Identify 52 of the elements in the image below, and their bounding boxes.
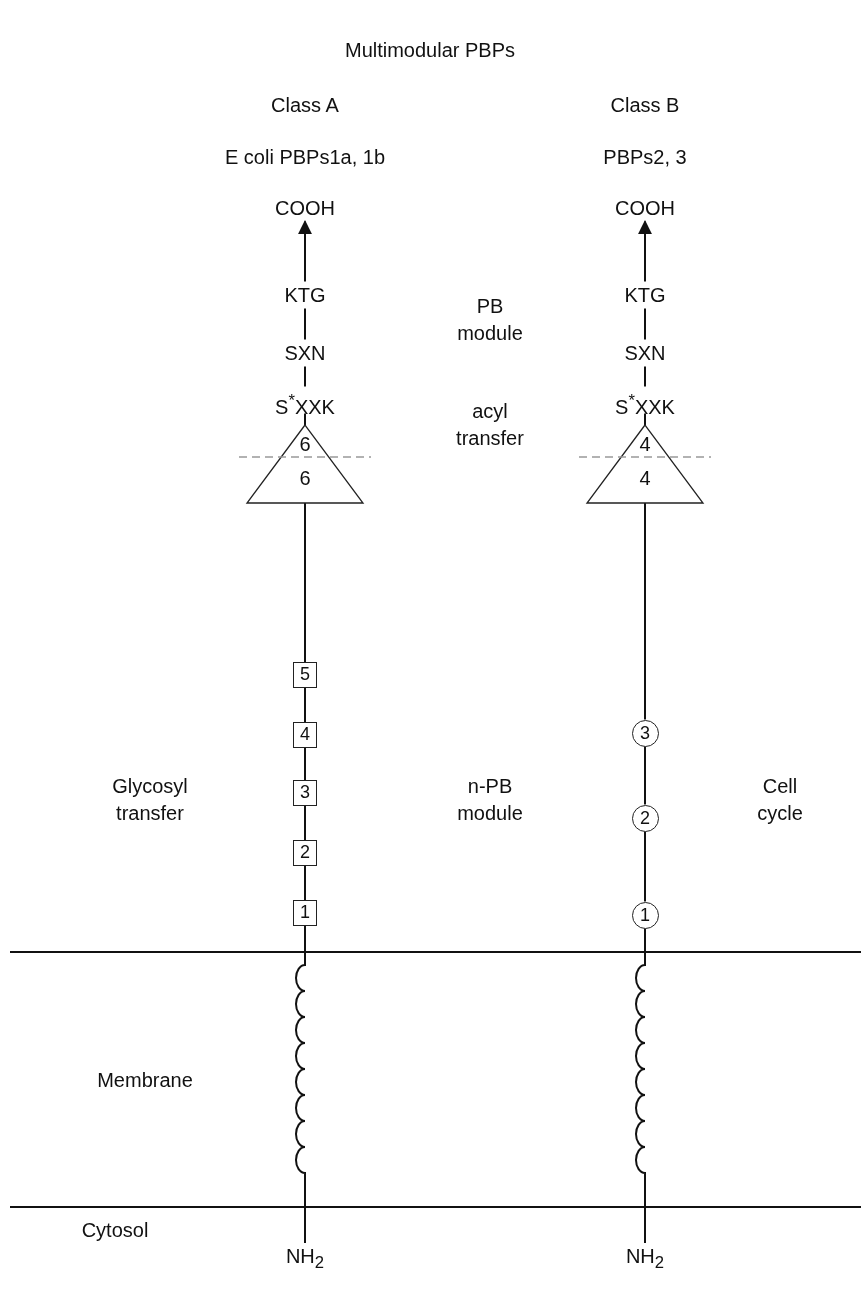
- domain-circle: 2: [631, 804, 659, 832]
- motif-label: COOH: [605, 194, 685, 222]
- annotation-text: Cytosol: [80, 1217, 150, 1243]
- connector-line: [644, 745, 646, 806]
- connector-line: [304, 412, 306, 426]
- connector-line: [644, 927, 646, 958]
- motif-label: NH$_{2}$: [615, 1243, 675, 1273]
- connector-line: [304, 865, 306, 901]
- arrow: [298, 220, 312, 283]
- annotation-text: Cell cycle: [756, 774, 804, 826]
- domain-box: 4: [293, 722, 317, 748]
- motif-label: S$^{*}$XXK: [600, 386, 690, 414]
- motif-label: SXN: [275, 339, 335, 367]
- annotation-text: acyl transfer: [455, 399, 525, 451]
- annotation-text: n-PB module: [456, 774, 524, 826]
- annotation-text: PBPs2, 3: [602, 144, 688, 170]
- diagram-title: Multimodular PBPs: [343, 38, 517, 63]
- annotation-text: Membrane: [96, 1067, 194, 1093]
- domain-box: 3: [293, 780, 317, 806]
- motif-label: SXN: [615, 339, 675, 367]
- connector-line: [304, 687, 306, 723]
- annotation-text: PB module: [456, 294, 524, 346]
- domain-box: 5: [293, 662, 317, 688]
- connector-line: [644, 365, 646, 388]
- domain-number: 4: [638, 466, 652, 491]
- connector-line: [304, 805, 306, 841]
- arrow: [638, 220, 652, 283]
- connector-line: [304, 747, 306, 781]
- connector-line: [644, 1182, 646, 1244]
- annotation-text: Glycosyl transfer: [111, 774, 189, 826]
- domain-box: 1: [293, 900, 317, 926]
- domain-box: 2: [293, 840, 317, 866]
- motif-label: COOH: [265, 194, 345, 222]
- domain-number: 6: [298, 466, 312, 491]
- domain-number: 6: [298, 432, 312, 457]
- connector-line: [304, 925, 306, 958]
- connector-line: [644, 307, 646, 341]
- motif-label: KTG: [275, 281, 335, 309]
- connector-line: [644, 830, 646, 903]
- connector-line: [304, 307, 306, 341]
- motif-label: S$^{*}$XXK: [260, 386, 350, 414]
- motif-label: NH$_{2}$: [275, 1243, 335, 1273]
- connector-line: [304, 365, 306, 388]
- domain-circle: 1: [631, 901, 659, 929]
- domain-circle: 3: [631, 719, 659, 747]
- motif-label: KTG: [615, 281, 675, 309]
- annotation-text: E coli PBPs1a, 1b: [223, 144, 387, 170]
- connector-line: [304, 1182, 306, 1244]
- connector-line: [644, 412, 646, 426]
- annotation-text: Class B: [609, 92, 681, 118]
- domain-number: 4: [638, 432, 652, 457]
- annotation-text: Class A: [270, 92, 340, 118]
